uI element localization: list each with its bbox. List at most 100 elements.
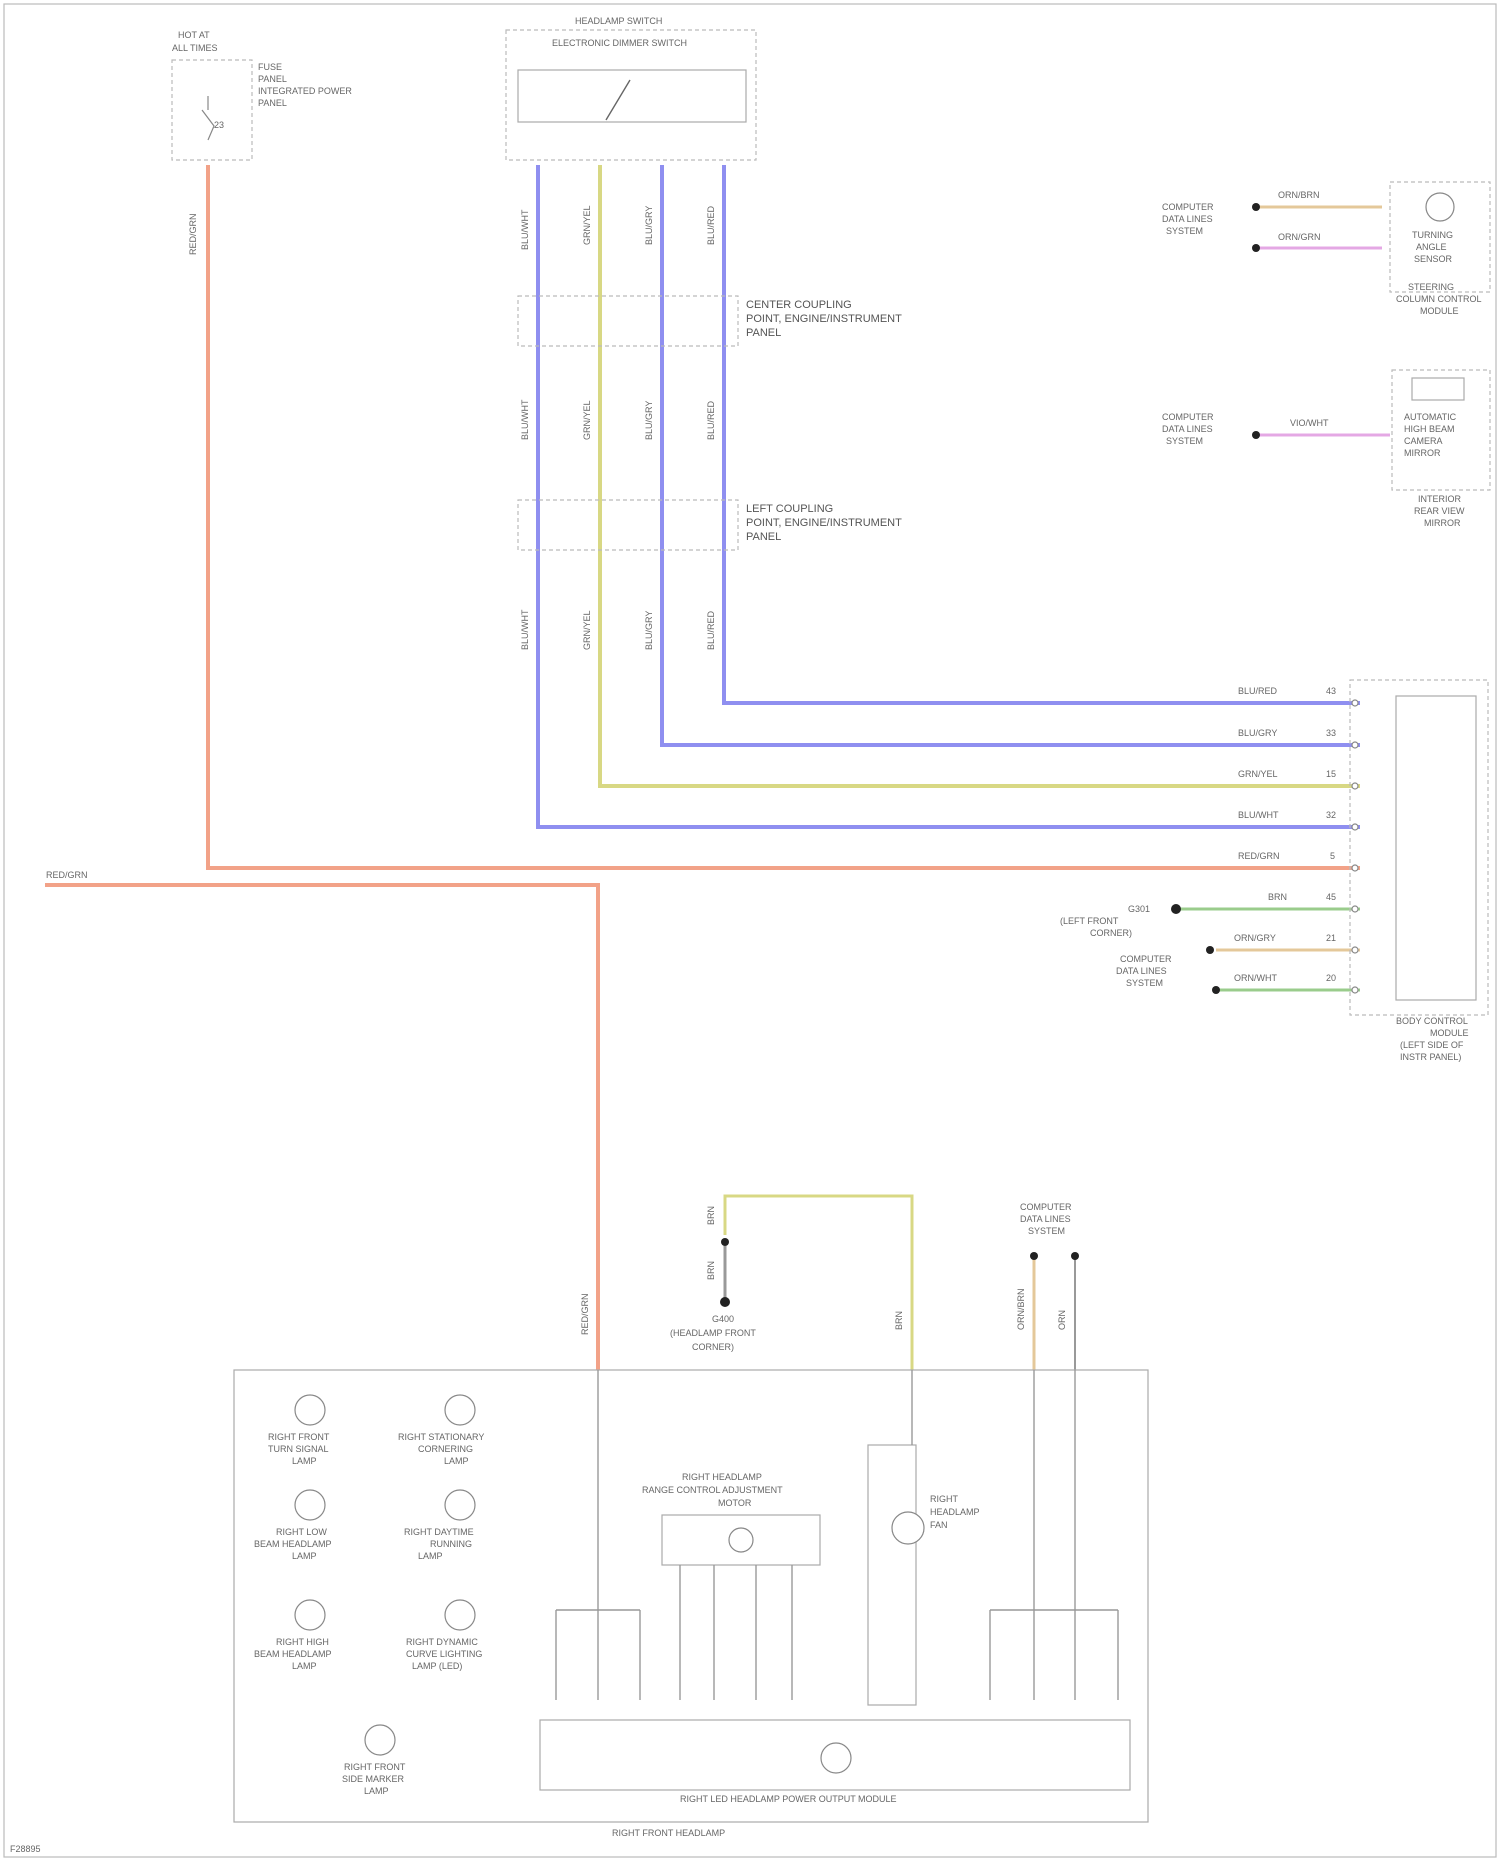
bcm-pin-6: 45 [1326, 892, 1336, 902]
center-coupling-label-1: CENTER COUPLING [746, 299, 852, 311]
bottom-data-label-1: COMPUTER [1020, 1202, 1072, 1212]
svg-text:RIGHT DAYTIME: RIGHT DAYTIME [404, 1527, 474, 1537]
turning-angle-sensor: TURNING ANGLE SENSOR STEERING COLUMN CON… [1390, 182, 1490, 316]
sw1-label-mid: BLU/WHT [520, 399, 530, 440]
bcm-pin-7: 21 [1326, 933, 1336, 943]
left-feed-wire [45, 885, 598, 1370]
bcm-label-4: INSTR PANEL) [1400, 1052, 1461, 1062]
bottom-data-label-3: SYSTEM [1028, 1226, 1065, 1236]
right-front-headlamp: RIGHT FRONT HEADLAMP RIGHT FRONT TURN SI… [234, 1370, 1148, 1838]
svg-text:LAMP: LAMP [292, 1456, 317, 1466]
svg-text:LAMP (LED): LAMP (LED) [412, 1661, 462, 1671]
sensor-data-label-1: COMPUTER [1162, 202, 1214, 212]
body-control-module: BODY CONTROL MODULE (LEFT SIDE OF INSTR … [1350, 680, 1488, 1062]
fuse-symbol [202, 96, 214, 140]
sw1-label-top: BLU/WHT [520, 209, 530, 250]
lamp-high-beam: RIGHT HIGH BEAM HEADLAMP LAMP [254, 1600, 332, 1671]
lamp-low-beam: RIGHT LOW BEAM HEADLAMP LAMP [254, 1490, 332, 1561]
left-coupling-label-2: POINT, ENGINE/INSTRUMENT [746, 517, 902, 529]
camera-label-4: MIRROR [1404, 448, 1441, 458]
headlamp-switch: HEADLAMP SWITCH ELECTRONIC DIMMER SWITCH [506, 16, 756, 160]
svg-text:BEAM HEADLAMP: BEAM HEADLAMP [254, 1539, 332, 1549]
sw2-label-top: GRN/YEL [582, 205, 592, 245]
left-coupling-box [518, 500, 738, 550]
camera-sub-label-2: REAR VIEW [1414, 506, 1465, 516]
headlamp-box-title: RIGHT FRONT HEADLAMP [612, 1828, 725, 1838]
camera-sub-label-3: MIRROR [1424, 518, 1461, 528]
sensor-data-label-2: DATA LINES [1162, 214, 1213, 224]
camera-data-dot [1252, 431, 1260, 439]
svg-text:RANGE CONTROL ADJUSTMENT: RANGE CONTROL ADJUSTMENT [642, 1485, 783, 1495]
sensor-label-2: ANGLE [1416, 242, 1447, 252]
ground-front-label-1: G400 [712, 1314, 734, 1324]
center-coupling-label-2: POINT, ENGINE/INSTRUMENT [746, 313, 902, 325]
svg-text:RIGHT LOW: RIGHT LOW [276, 1527, 327, 1537]
sw1-label-bot: BLU/WHT [520, 609, 530, 650]
bcm-wire-label-1: BLU/RED [1238, 686, 1278, 696]
camera-sub-label-1: INTERIOR [1418, 494, 1462, 504]
svg-text:LAMP: LAMP [292, 1661, 317, 1671]
dimmer-rheostat [518, 70, 746, 122]
sensor-data-dot-1 [1252, 203, 1260, 211]
lamp-side-marker: RIGHT FRONT SIDE MARKER LAMP [342, 1725, 406, 1796]
camera-label-2: HIGH BEAM [1404, 424, 1455, 434]
bcm-pin-4: 32 [1326, 810, 1336, 820]
sensor-label-3: SENSOR [1414, 254, 1453, 264]
sw3-label-bot: BLU/GRY [644, 611, 654, 650]
svg-text:SIDE MARKER: SIDE MARKER [342, 1774, 405, 1784]
ground-front-label-2: (HEADLAMP FRONT [670, 1328, 756, 1338]
camera-symbol [1412, 378, 1464, 400]
svg-text:RIGHT DYNAMIC: RIGHT DYNAMIC [406, 1637, 478, 1647]
bcm-data-label-2: DATA LINES [1116, 966, 1167, 976]
svg-text:RUNNING: RUNNING [430, 1539, 472, 1549]
bcm-data-dot-1 [1212, 986, 1220, 994]
hot-label-2: ALL TIMES [172, 43, 218, 53]
bcm-pin-3: 15 [1326, 769, 1336, 779]
bcm-pin-5: 5 [1330, 851, 1335, 861]
motor-wires [680, 1565, 792, 1700]
bcm-pin-2: 33 [1326, 728, 1336, 738]
fuse-label-4: PANEL [258, 98, 287, 108]
sw4-label-mid: BLU/RED [706, 400, 716, 440]
camera-data-label-3: SYSTEM [1166, 436, 1203, 446]
svg-text:RIGHT HEADLAMP: RIGHT HEADLAMP [682, 1472, 762, 1482]
led-power-output-module: RIGHT LED HEADLAMP POWER OUTPUT MODULE [540, 1720, 1130, 1804]
sw3-label-mid: BLU/GRY [644, 401, 654, 440]
camera-wire-label: VIO/WHT [1290, 418, 1329, 428]
switch-wire-3 [662, 165, 1360, 745]
bcm-wire-label-5: RED/GRN [1238, 851, 1280, 861]
svg-text:HEADLAMP: HEADLAMP [930, 1507, 980, 1517]
headlamp-leveling-motor: RIGHT HEADLAMP RANGE CONTROL ADJUSTMENT … [642, 1472, 820, 1565]
ground-point-dot [720, 1297, 730, 1307]
dimmer-arrow [606, 80, 630, 120]
steering-module-label-2: COLUMN CONTROL [1396, 294, 1482, 304]
sw2-label-bot: GRN/YEL [582, 610, 592, 650]
svg-text:FAN: FAN [930, 1520, 948, 1530]
svg-text:BEAM HEADLAMP: BEAM HEADLAMP [254, 1649, 332, 1659]
bcm-inner [1396, 696, 1476, 1000]
center-coupling-box [518, 296, 738, 346]
camera-data-label-1: COMPUTER [1162, 412, 1214, 422]
ground-top-label: BRN [706, 1206, 716, 1225]
svg-text:RIGHT FRONT: RIGHT FRONT [344, 1762, 406, 1772]
fuse-label-3: INTEGRATED POWER [258, 86, 352, 96]
fuse-label-1: FUSE [258, 62, 282, 72]
bcm-label-1: BODY CONTROL [1396, 1016, 1468, 1026]
bcm-label-3: (LEFT SIDE OF [1400, 1040, 1464, 1050]
svg-text:RIGHT: RIGHT [930, 1494, 959, 1504]
svg-text:LAMP: LAMP [364, 1786, 389, 1796]
svg-text:CURVE LIGHTING: CURVE LIGHTING [406, 1649, 482, 1659]
headlamp-switch-box [506, 30, 756, 160]
bcm-ground-dot [1171, 904, 1181, 914]
ground-vert-label: BRN [894, 1311, 904, 1330]
data-internal-wires [990, 1370, 1118, 1700]
data-wire-label-2: ORN [1057, 1310, 1067, 1330]
lamp-dynamic-curve: RIGHT DYNAMIC CURVE LIGHTING LAMP (LED) [406, 1600, 482, 1671]
steering-module-label-3: MODULE [1420, 306, 1459, 316]
svg-text:RIGHT HIGH: RIGHT HIGH [276, 1637, 329, 1647]
bcm-pin-8: 20 [1326, 973, 1336, 983]
page-border [4, 4, 1496, 1857]
bottom-data-label-2: DATA LINES [1020, 1214, 1071, 1224]
lamp-stationary-cornering: RIGHT STATIONARY CORNERING LAMP [398, 1395, 484, 1466]
